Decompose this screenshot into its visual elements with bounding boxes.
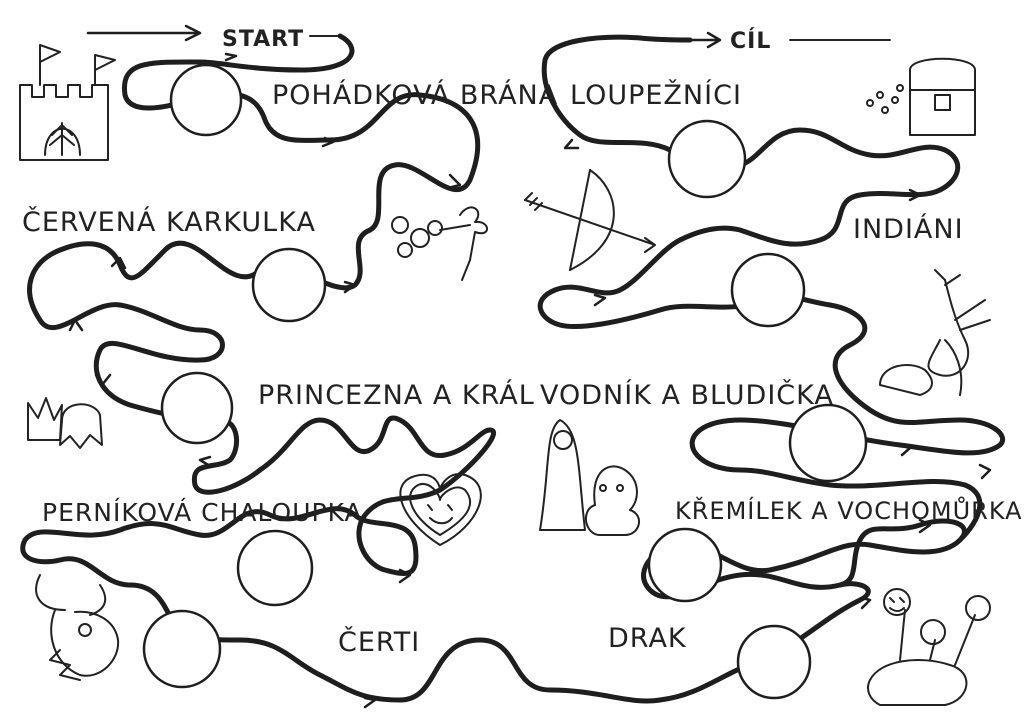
station-label: KŘEMÍLEK A VOCHOMŮRKA xyxy=(675,495,1023,525)
station-labels: POHÁDKOVÁ BRÁNA ČERVENÁ KARKULKA PRINCEZ… xyxy=(22,79,1023,658)
station-label: PRINCEZNA A KRÁL xyxy=(258,379,535,411)
station-label: DRAK xyxy=(608,623,687,654)
station-circle-loupeznici xyxy=(667,119,747,199)
tree-icon xyxy=(879,269,991,396)
crown-icon xyxy=(27,397,103,449)
station-label: LOUPEŽNÍCI xyxy=(570,79,742,111)
station-circle-pernikova-chaloupka xyxy=(236,529,314,607)
station-label: POHÁDKOVÁ BRÁNA xyxy=(272,79,558,111)
station-circle-certi xyxy=(142,609,222,689)
trail-left xyxy=(20,33,871,704)
station-circle-kremilek xyxy=(647,527,723,603)
mushroom-characters-icon xyxy=(585,465,640,536)
station-label: ČERVENÁ KARKULKA xyxy=(22,206,316,238)
station-circle-cervena-karkulka xyxy=(251,247,327,323)
treasure-chest-icon xyxy=(866,57,976,136)
station-label: ČERTI xyxy=(338,626,420,658)
devil-icon xyxy=(35,574,120,681)
station-circles xyxy=(142,63,868,700)
svg-text:START: START xyxy=(222,27,304,52)
flowers-icon xyxy=(391,206,488,281)
station-label: INDIÁNI xyxy=(853,213,964,245)
bow-and-arrow-icon xyxy=(524,169,656,271)
start-header: START xyxy=(86,24,341,52)
station-label: PERNÍKOVÁ CHALOUPKA xyxy=(42,498,363,527)
station-circle-drak xyxy=(736,624,812,700)
dragon-icon xyxy=(867,588,991,706)
trail-arrows xyxy=(68,52,992,709)
water-goblin-icon xyxy=(539,419,586,531)
station-circle-princezna-a-kral xyxy=(160,371,234,445)
svg-text:CÍL: CÍL xyxy=(730,28,771,54)
station-circle-vodnik xyxy=(788,403,868,483)
gingerbread-heart-icon xyxy=(399,473,482,546)
station-circle-pohadkova-brana xyxy=(169,63,243,137)
station-label: VODNÍK A BLUDIČKA xyxy=(540,379,834,411)
goal-header: CÍL xyxy=(688,28,891,54)
castle-icon xyxy=(19,44,116,161)
station-circle-indiani xyxy=(730,252,806,328)
